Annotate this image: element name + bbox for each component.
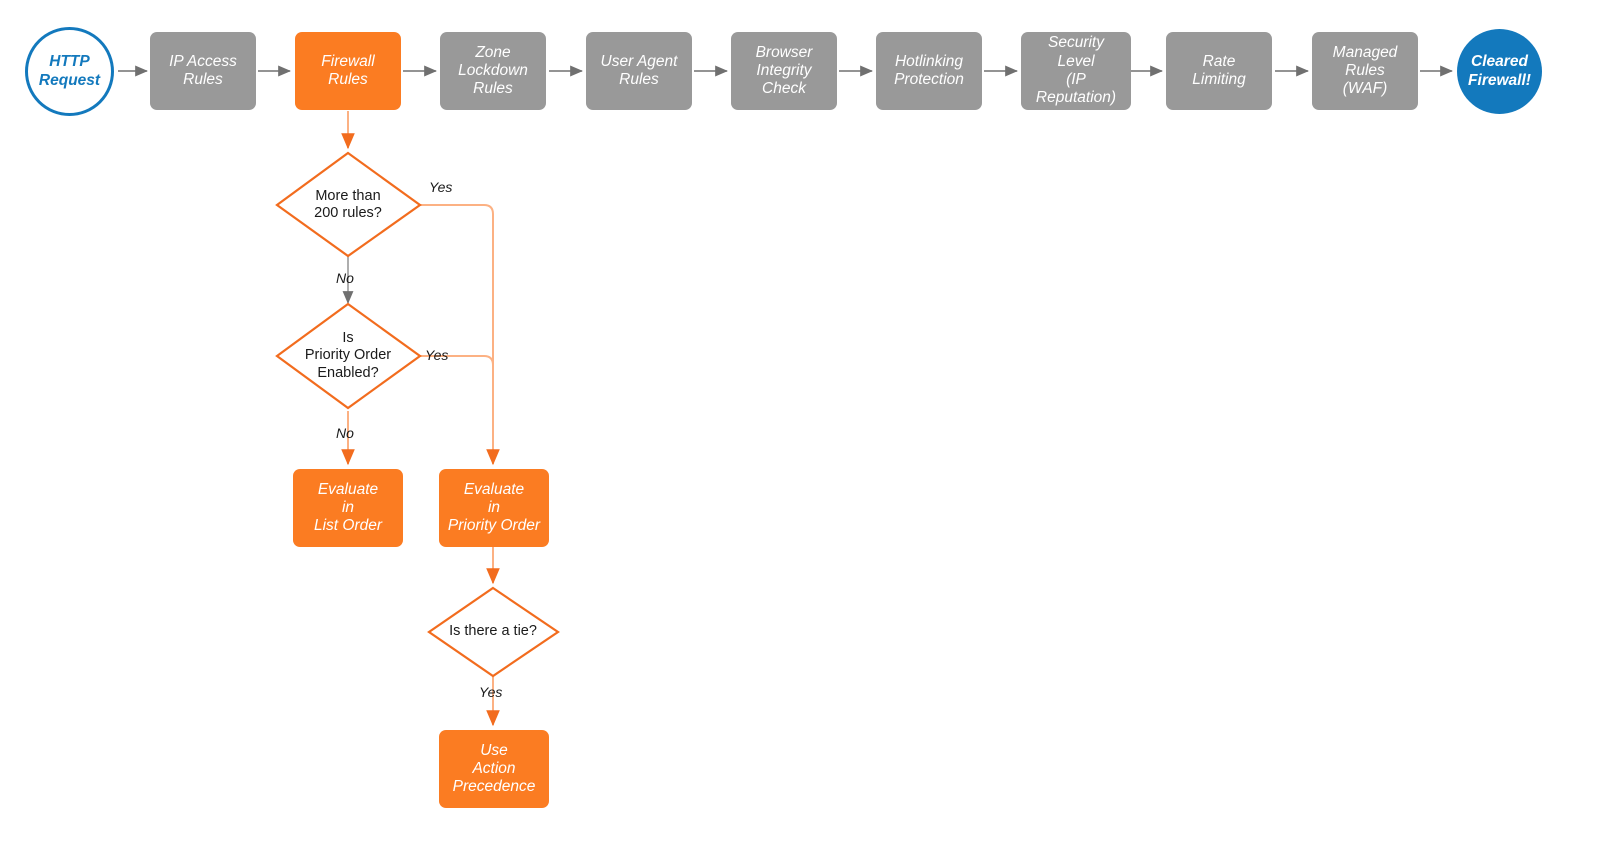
edge-label-d2-yes: Yes — [425, 347, 449, 363]
edge-label-d1-no: No — [336, 270, 354, 286]
step-node-managed-rules-waf[interactable]: Managed Rules (WAF) — [1312, 32, 1418, 110]
outcome-label-use-action-precedence: Use Action Precedence — [452, 741, 536, 796]
end-node-label: Cleared Firewall! — [1468, 53, 1531, 89]
end-node-cleared-firewall[interactable]: Cleared Firewall! — [1457, 29, 1542, 114]
step-node-rate-limiting[interactable]: Rate Limiting — [1166, 32, 1272, 110]
edge-label-d2-no: No — [336, 425, 354, 441]
step-label-firewall-rules: Firewall Rules — [321, 52, 375, 88]
outcome-node-evaluate-priority-order[interactable]: Evaluate in Priority Order — [439, 469, 549, 547]
step-node-hotlinking-protection[interactable]: Hotlinking Protection — [876, 32, 982, 110]
decision-node-more-than-200-rules[interactable]: More than 200 rules? — [283, 170, 413, 240]
edge-label-d1-yes: Yes — [429, 179, 453, 195]
outcome-label-evaluate-priority-order: Evaluate in Priority Order — [447, 480, 541, 535]
step-node-browser-integrity-check[interactable]: Browser Integrity Check — [731, 32, 837, 110]
step-label-browser-integrity-check: Browser Integrity Check — [755, 43, 813, 98]
outcome-node-evaluate-list-order[interactable]: Evaluate in List Order — [293, 469, 403, 547]
outcome-label-evaluate-list-order: Evaluate in List Order — [313, 480, 383, 535]
edge-label-d3-yes: Yes — [479, 684, 503, 700]
step-node-security-level[interactable]: Security Level (IP Reputation) — [1021, 32, 1131, 110]
step-node-firewall-rules[interactable]: Firewall Rules — [295, 32, 401, 110]
outcome-node-use-action-precedence[interactable]: Use Action Precedence — [439, 730, 549, 808]
step-label-rate-limiting: Rate Limiting — [1192, 52, 1246, 88]
start-node-label: HTTP Request — [38, 53, 101, 89]
decision-label-is-there-a-tie: Is there a tie? — [449, 623, 537, 640]
step-node-ip-access-rules[interactable]: IP Access Rules — [150, 32, 256, 110]
decision-label-priority-order-enabled: Is Priority Order Enabled? — [304, 330, 392, 381]
step-label-user-agent-rules: User Agent Rules — [600, 52, 678, 88]
decision-node-is-there-a-tie[interactable]: Is there a tie? — [431, 614, 555, 650]
step-label-ip-access-rules: IP Access Rules — [169, 52, 237, 88]
start-node-http-request[interactable]: HTTP Request — [25, 27, 114, 116]
step-label-security-level: Security Level (IP Reputation) — [1035, 34, 1117, 107]
step-label-managed-rules-waf: Managed Rules (WAF) — [1332, 43, 1398, 98]
decision-node-priority-order-enabled[interactable]: Is Priority Order Enabled? — [283, 321, 413, 391]
step-node-user-agent-rules[interactable]: User Agent Rules — [586, 32, 692, 110]
step-label-hotlinking-protection: Hotlinking Protection — [894, 52, 964, 88]
step-node-zone-lockdown-rules[interactable]: Zone Lockdown Rules — [440, 32, 546, 110]
decision-label-more-than-200-rules: More than 200 rules? — [314, 187, 382, 221]
step-label-zone-lockdown-rules: Zone Lockdown Rules — [458, 43, 528, 98]
